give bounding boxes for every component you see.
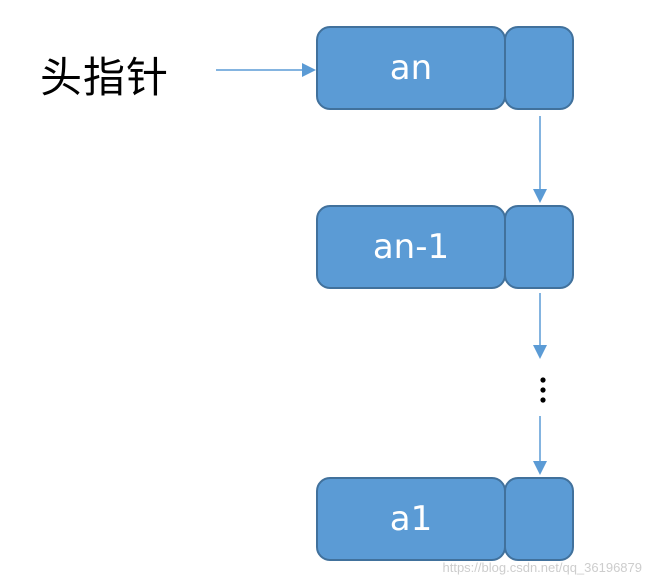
node-data-field: a1 [316,477,506,561]
node-data-field: an [316,26,506,110]
ellipsis-dot [540,387,546,393]
watermark: https://blog.csdn.net/qq_36196879 [442,560,643,575]
ellipsis-dot [540,377,546,383]
node-pointer-field [504,205,574,289]
node-data-field: an-1 [316,205,506,289]
head-pointer-label: 头指针 [40,53,170,102]
ellipsis-dot [540,397,546,403]
node-pointer-field [504,477,574,561]
node-pointer-field [504,26,574,110]
